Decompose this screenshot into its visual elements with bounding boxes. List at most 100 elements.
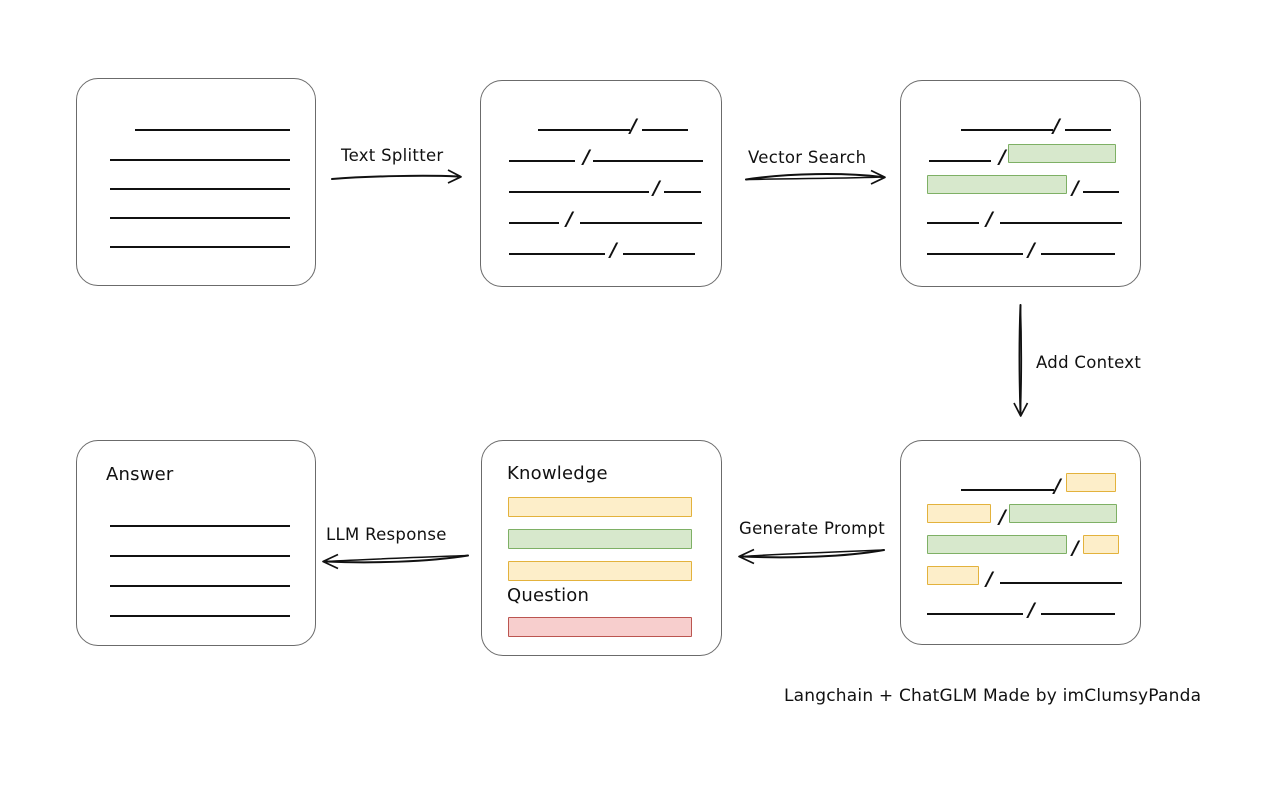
text-segment <box>110 188 290 190</box>
prompt-context-lines: / / / / / <box>901 441 1140 644</box>
text-segment <box>999 582 1122 584</box>
edge-arrow-llm-response <box>322 553 469 570</box>
chunk-divider: / <box>986 567 993 590</box>
split-chunks-lines: / / / / / <box>481 81 721 286</box>
edge-label-llm-response: LLM Response <box>326 525 447 544</box>
chunk-divider: / <box>630 114 637 137</box>
text-segment <box>927 222 979 224</box>
text-segment <box>1064 129 1111 131</box>
chunk-divider: / <box>1028 238 1035 261</box>
text-segment <box>110 217 290 219</box>
chunk-divider: / <box>986 207 993 230</box>
text-segment <box>538 129 630 131</box>
context-chunk-highlight <box>927 565 979 585</box>
text-line: / <box>929 143 1116 168</box>
text-segment <box>961 129 1053 131</box>
chunk-divider: / <box>583 145 590 168</box>
knowledge-bar <box>508 561 692 581</box>
source-document-lines <box>77 79 315 285</box>
footer-credit: Langchain + ChatGLM Made by imClumsyPand… <box>784 686 1202 706</box>
chunk-divider: / <box>1053 114 1060 137</box>
text-segment <box>509 160 575 162</box>
text-line: / <box>927 240 1115 261</box>
text-segment <box>641 129 688 131</box>
node-split-chunks[interactable]: / / / / / <box>480 80 722 287</box>
edge-arrow-add-context <box>1013 304 1029 417</box>
text-segment <box>509 191 649 193</box>
context-chunk-highlight <box>1065 472 1116 492</box>
text-segment <box>622 253 695 255</box>
text-line: / <box>509 240 695 261</box>
chunk-divider: / <box>610 238 617 261</box>
text-line <box>110 182 290 196</box>
text-line: / <box>927 209 1122 230</box>
text-line <box>110 579 290 593</box>
text-segment <box>110 615 290 617</box>
edge-arrow-generate-prompt <box>738 548 885 565</box>
text-line: / <box>927 503 1117 528</box>
knowledge-bar <box>508 497 692 517</box>
node-prompt-context[interactable]: / / / / / <box>900 440 1141 645</box>
text-segment <box>1040 613 1115 615</box>
text-line: / <box>927 174 1119 199</box>
chunk-divider: / <box>1054 474 1061 497</box>
text-segment <box>961 489 1054 491</box>
chunk-divider: / <box>1072 536 1079 559</box>
chunk-divider: / <box>999 505 1006 528</box>
matched-chunk-highlight <box>927 174 1067 194</box>
edge-arrow-text-splitter <box>331 169 462 184</box>
text-line: / <box>538 116 688 137</box>
text-segment <box>509 222 559 224</box>
text-segment <box>1040 253 1115 255</box>
knowledge-bar <box>508 529 692 549</box>
text-segment <box>110 525 290 527</box>
chunk-divider: / <box>1072 176 1079 199</box>
text-segment <box>929 160 991 162</box>
text-segment <box>927 253 1023 255</box>
text-line: / <box>927 565 1122 590</box>
edge-label-text-splitter: Text Splitter <box>341 146 444 165</box>
text-line <box>110 153 290 167</box>
text-segment <box>110 159 290 161</box>
chunk-divider: / <box>1028 598 1035 621</box>
question-label: Question <box>507 585 590 606</box>
edge-arrow-vector-search <box>745 169 886 185</box>
context-chunk-highlight <box>927 534 1067 554</box>
text-segment <box>999 222 1122 224</box>
text-line: / <box>927 600 1115 621</box>
node-answer[interactable]: Answer <box>76 440 316 646</box>
text-line <box>110 240 290 254</box>
text-segment <box>135 129 290 131</box>
text-line: / <box>509 209 702 230</box>
text-line: / <box>961 116 1111 137</box>
text-line <box>135 123 290 137</box>
edge-label-add-context: Add Context <box>1036 353 1142 372</box>
node-generated-prompt[interactable]: Knowledge Question <box>481 440 722 656</box>
text-line <box>110 549 290 563</box>
node-matched-chunks[interactable]: / / / / / <box>900 80 1141 287</box>
matched-chunk-highlight <box>1007 143 1116 163</box>
text-line <box>110 519 290 533</box>
answer-label: Answer <box>106 464 174 485</box>
context-chunk-highlight <box>927 503 991 523</box>
context-chunk-highlight <box>1008 503 1117 523</box>
chunk-divider: / <box>999 145 1006 168</box>
text-segment <box>509 253 605 255</box>
text-line <box>110 211 290 225</box>
node-source-document[interactable] <box>76 78 316 286</box>
text-segment <box>579 222 702 224</box>
text-segment <box>110 246 290 248</box>
text-segment <box>1082 191 1119 193</box>
text-segment <box>592 160 703 162</box>
text-segment <box>927 613 1023 615</box>
answer-lines <box>77 441 315 645</box>
text-segment <box>110 555 290 557</box>
text-line: / <box>961 472 1116 497</box>
text-line: / <box>927 534 1119 559</box>
matched-chunks-lines: / / / / / <box>901 81 1140 286</box>
text-line: / <box>509 178 701 199</box>
context-chunk-highlight <box>1082 534 1119 554</box>
edge-label-generate-prompt: Generate Prompt <box>739 519 885 538</box>
text-segment <box>663 191 701 193</box>
